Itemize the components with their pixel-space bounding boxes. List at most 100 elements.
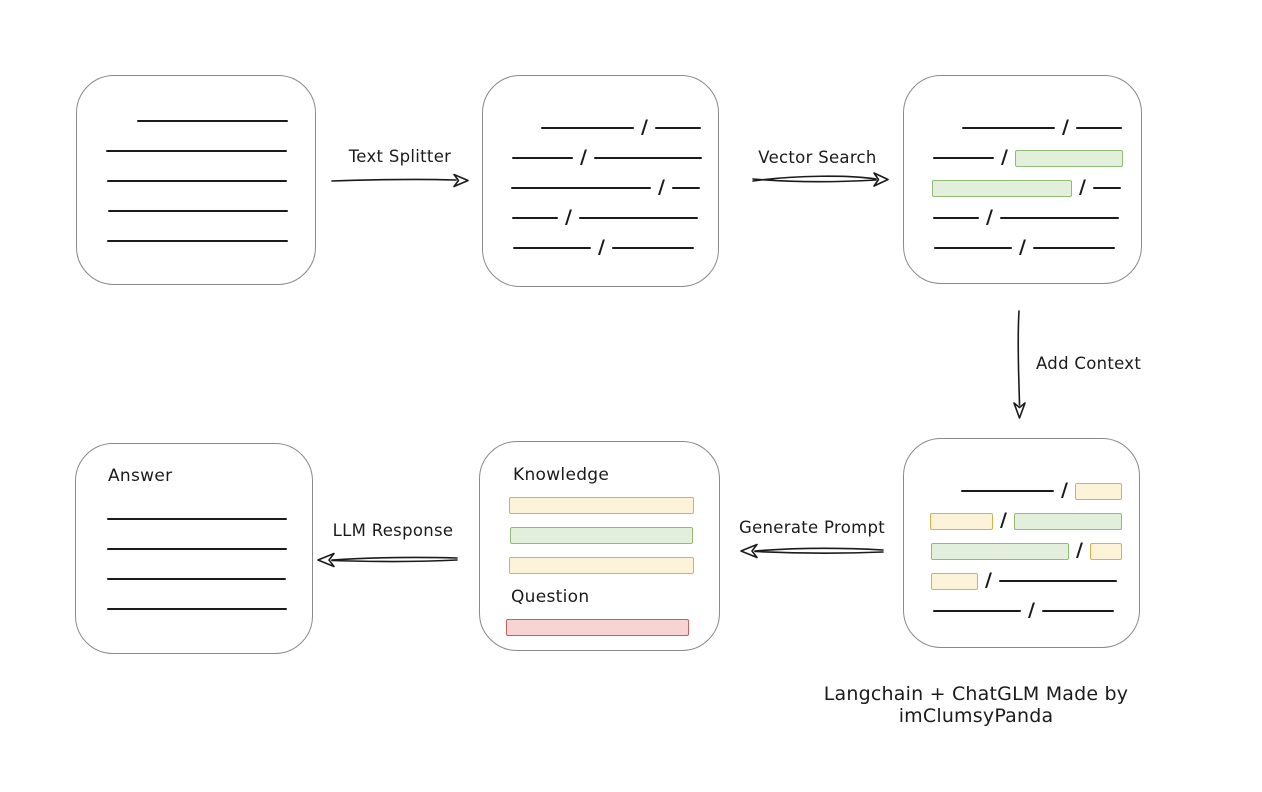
text-line: [107, 240, 288, 242]
text-row: [509, 550, 719, 580]
text-row: [107, 534, 312, 564]
text-line: [513, 247, 591, 249]
text-line: [999, 217, 1119, 219]
text-row: /: [930, 506, 1139, 536]
text-line: [108, 210, 288, 212]
text-row: /: [931, 536, 1139, 566]
vector-search-label: Vector Search: [758, 148, 877, 167]
answer-box: Answer: [75, 443, 313, 654]
text-line: [107, 608, 287, 610]
slash-separator: /: [1000, 508, 1007, 531]
text-row: /: [512, 143, 718, 173]
yellow-highlight-bar: [1089, 542, 1122, 560]
yellow-highlight-bar: [1074, 482, 1122, 500]
text-row: [510, 520, 719, 550]
text-row: /: [931, 566, 1139, 596]
text-row: Answer: [108, 461, 312, 491]
document-box: [76, 75, 316, 285]
text-line: [107, 518, 287, 520]
text-line: [1092, 187, 1121, 189]
text-splitter-arrow: [331, 173, 469, 188]
text-line: [611, 247, 694, 249]
slash-separator: /: [1079, 175, 1086, 198]
text-row: /: [962, 113, 1141, 143]
text-row: Knowledge: [513, 460, 719, 490]
text-row: [107, 594, 312, 624]
slash-separator: /: [1028, 598, 1035, 621]
vector-result-box: / / / / /: [903, 75, 1142, 284]
red-highlight-bar: [506, 618, 689, 636]
text-row: /: [932, 173, 1141, 203]
green-highlight-bar: [1013, 512, 1122, 530]
text-line: [107, 180, 287, 182]
box-label: Question: [511, 587, 590, 607]
yellow-highlight-bar: [509, 496, 694, 514]
text-line: [933, 610, 1021, 612]
text-row: [107, 166, 315, 196]
text-line: [654, 127, 701, 129]
generate-prompt-label: Generate Prompt: [739, 518, 885, 537]
text-row: [106, 136, 315, 166]
text-line: [512, 217, 558, 219]
text-row: /: [961, 476, 1139, 506]
slash-separator: /: [1001, 145, 1008, 168]
text-line: [511, 187, 651, 189]
green-highlight-bar: [1014, 149, 1123, 167]
yellow-highlight-bar: [930, 512, 993, 530]
box-label: Answer: [108, 466, 173, 486]
slash-separator: /: [1062, 115, 1069, 138]
slash-separator: /: [565, 205, 572, 228]
text-row: [108, 196, 315, 226]
yellow-highlight-bar: [931, 572, 978, 590]
green-highlight-bar: [510, 526, 693, 544]
green-highlight-bar: [931, 542, 1069, 560]
slash-separator: /: [641, 115, 648, 138]
text-line: [107, 578, 286, 580]
green-highlight-bar: [932, 179, 1072, 197]
text-line: [107, 548, 287, 550]
text-line: [671, 187, 700, 189]
vector-search-arrow: [752, 172, 889, 187]
attribution-text: Langchain + ChatGLM Made by imClumsyPand…: [823, 683, 1129, 727]
text-row: /: [512, 203, 718, 233]
slash-separator: /: [1061, 478, 1068, 501]
text-row: [107, 504, 312, 534]
slash-separator: /: [1076, 538, 1083, 561]
text-line: [541, 127, 634, 129]
text-row: /: [933, 203, 1141, 233]
add-context-arrow: [1013, 310, 1026, 419]
text-line: [578, 217, 698, 219]
text-line: [1032, 247, 1115, 249]
text-line: [106, 150, 287, 152]
text-splitter-label: Text Splitter: [348, 147, 452, 166]
context-box: / / / / /: [903, 438, 1140, 648]
text-line: [998, 580, 1117, 582]
slash-separator: /: [598, 235, 605, 258]
slash-separator: /: [986, 205, 993, 228]
slash-separator: /: [985, 568, 992, 591]
slash-separator: /: [1019, 235, 1026, 258]
yellow-highlight-bar: [509, 556, 694, 574]
text-line: [961, 490, 1054, 492]
add-context-label: Add Context: [1036, 354, 1142, 373]
slash-separator: /: [658, 175, 665, 198]
text-line: [1041, 610, 1114, 612]
text-line: [1075, 127, 1122, 129]
text-row: [107, 226, 315, 256]
text-line: [933, 217, 979, 219]
text-row: /: [934, 233, 1141, 263]
slash-separator: /: [580, 145, 587, 168]
text-row: [137, 106, 315, 136]
text-line: [512, 157, 573, 159]
split-text-box: / / / / /: [482, 75, 719, 287]
text-line: [593, 157, 702, 159]
text-row: /: [511, 173, 718, 203]
text-row: /: [513, 233, 718, 263]
text-line: [137, 120, 288, 122]
text-row: /: [933, 143, 1141, 173]
generate-prompt-arrow: [740, 543, 884, 559]
text-row: [107, 564, 312, 594]
llm-response-arrow: [317, 552, 458, 568]
text-line: [962, 127, 1055, 129]
